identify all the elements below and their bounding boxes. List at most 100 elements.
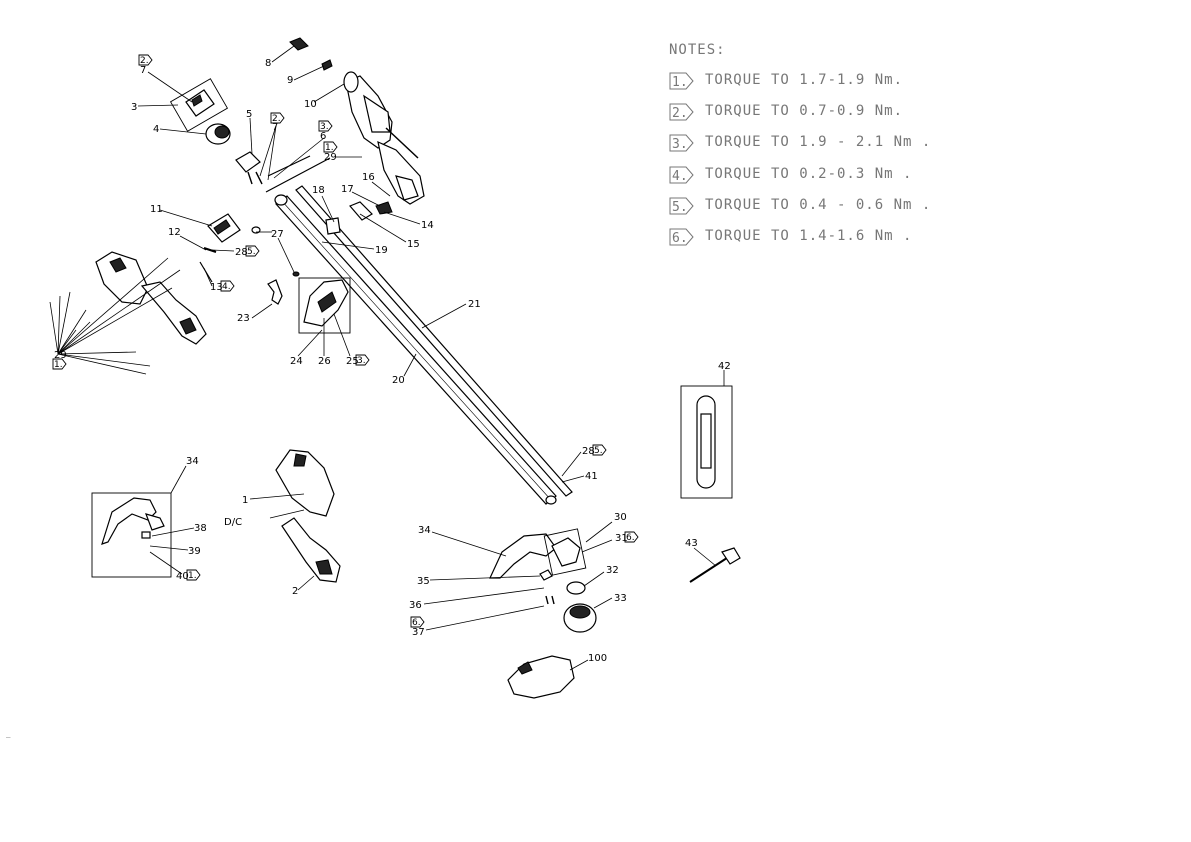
leader-lines	[137, 45, 725, 671]
svg-text:6.: 6.	[672, 231, 688, 246]
label-29a: 29	[324, 152, 337, 163]
label-1: 1	[242, 495, 248, 506]
svg-text:3.: 3.	[672, 137, 688, 152]
flag-2-at-7b: 2.	[270, 112, 285, 124]
page-edge-mark: ⎯	[6, 733, 11, 743]
label-33: 33	[614, 593, 627, 604]
svg-text:2.: 2.	[672, 106, 688, 121]
note-item: 6.TORQUE TO 1.4-1.6 Nm .	[669, 228, 931, 259]
label-43: 43	[685, 538, 698, 549]
svg-text:1.: 1.	[672, 75, 688, 90]
svg-text:2.: 2.	[272, 114, 281, 124]
part-42-grip	[680, 385, 733, 499]
note-flag-icon: 6.	[669, 228, 694, 246]
svg-text:1.: 1.	[188, 571, 197, 581]
part-100-cover	[507, 655, 575, 699]
note-item: 3. TORQUE TO 1.9 - 2.1 Nm .	[669, 134, 931, 165]
small-top-parts	[289, 37, 333, 71]
label-17: 17	[341, 184, 354, 195]
label-36: 36	[409, 600, 422, 611]
note-item: 5.TORQUE TO 0.4 - 0.6 Nm .	[669, 197, 931, 228]
switch-parts-11-12-13	[199, 213, 300, 283]
flag-3-at-6: 3.	[318, 120, 333, 132]
label-38: 38	[194, 523, 207, 534]
label-30: 30	[614, 512, 627, 523]
note-item: 1. TORQUE TO 1.7-1.9 Nm.	[669, 72, 931, 103]
label-26: 26	[318, 356, 331, 367]
flag-1-at-40: 1.	[186, 569, 201, 581]
svg-text:5.: 5.	[672, 200, 688, 215]
notes-title: NOTES:	[669, 42, 726, 58]
label-25: 25	[346, 356, 359, 367]
flag-4-at-13: 4.	[220, 280, 235, 292]
label-13: 13	[210, 282, 223, 293]
notes-list: 1. TORQUE TO 1.7-1.9 Nm. 2. TORQUE TO 0.7-0…	[669, 72, 931, 259]
note-text: TORQUE TO 0.2-0.3 Nm .	[705, 165, 913, 182]
svg-text:4.: 4.	[672, 169, 688, 184]
note-text: TORQUE TO 1.7-1.9 Nm.	[705, 72, 904, 88]
part-labels: 7 3 4 5 7 6 8 9 10 29 16 17 18 14 15 19 …	[54, 58, 731, 664]
label-15: 15	[407, 239, 420, 250]
svg-text:1.: 1.	[54, 360, 63, 370]
part-23	[267, 279, 283, 305]
flag-5-at-28: 5.	[245, 245, 260, 257]
note-flag-icon: 3.	[669, 134, 694, 152]
label-24: 24	[290, 356, 303, 367]
svg-text:2.: 2.	[140, 56, 149, 66]
note-item: 4. TORQUE TO 0.2-0.3 Nm .	[669, 166, 931, 197]
svg-text:4.: 4.	[222, 282, 231, 292]
label-20: 20	[392, 375, 405, 386]
label-7b: 7	[272, 122, 278, 133]
flag-2-at-7: 2.	[138, 54, 153, 66]
label-5: 5	[246, 109, 252, 120]
label-2: 2	[292, 586, 298, 597]
shaft-assembly	[274, 185, 573, 505]
motor-housing-left	[95, 251, 207, 345]
flag-6-at-31: 6.	[624, 531, 639, 543]
note-flag-icon: 4.	[669, 166, 694, 184]
label-19: 19	[375, 245, 388, 256]
svg-text:5.: 5.	[247, 247, 256, 257]
label-12: 12	[168, 227, 181, 238]
label-27: 27	[271, 229, 284, 240]
label-11: 11	[150, 204, 163, 215]
label-28b: 28	[582, 446, 595, 457]
svg-text:6.: 6.	[412, 618, 421, 628]
note-text: TORQUE TO 0.7-0.9 Nm.	[705, 103, 904, 120]
label-21: 21	[468, 299, 481, 310]
label-23: 23	[237, 313, 250, 324]
note-flag-icon: 2.	[669, 103, 694, 121]
label-3: 3	[131, 102, 137, 113]
svg-text:3.: 3.	[320, 122, 329, 132]
note-text: TORQUE TO 1.9 - 2.1 Nm .	[705, 134, 932, 151]
label-41: 41	[585, 471, 598, 482]
flag-5-at-28b: 5.	[592, 444, 607, 456]
label-28a: 28	[235, 247, 248, 258]
label-31: 31	[615, 533, 628, 544]
label-39: 39	[188, 546, 201, 557]
label-100: 100	[588, 653, 607, 664]
note-flag-icon: 5.	[669, 197, 694, 215]
note-item: 2. TORQUE TO 0.7-0.9 Nm.	[669, 103, 931, 134]
handle-parts-1-2	[275, 449, 341, 583]
flag-1-at-29: 1.	[323, 141, 338, 153]
head-assembly	[489, 528, 597, 633]
label-18: 18	[312, 185, 325, 196]
svg-text:1.: 1.	[325, 143, 334, 153]
label-34a: 34	[186, 456, 199, 467]
upper-handle-assembly	[325, 71, 425, 235]
label-9: 9	[287, 75, 293, 86]
label-dc: D/C	[224, 517, 242, 528]
svg-text:6.: 6.	[626, 533, 635, 543]
flag-6-at-37: 6.	[410, 616, 425, 628]
gear-parts-3-4-5	[169, 78, 331, 193]
label-8: 8	[265, 58, 271, 69]
torque-flags: 2. 2. 3. 1. 5. 4. 3. 1.	[52, 54, 639, 628]
label-7a: 7	[140, 65, 146, 76]
label-42: 42	[718, 361, 731, 372]
svg-text:3.: 3.	[357, 356, 366, 366]
label-10: 10	[304, 99, 317, 110]
label-29b: 29	[54, 350, 67, 361]
note-flag-icon: 1.	[669, 72, 694, 90]
